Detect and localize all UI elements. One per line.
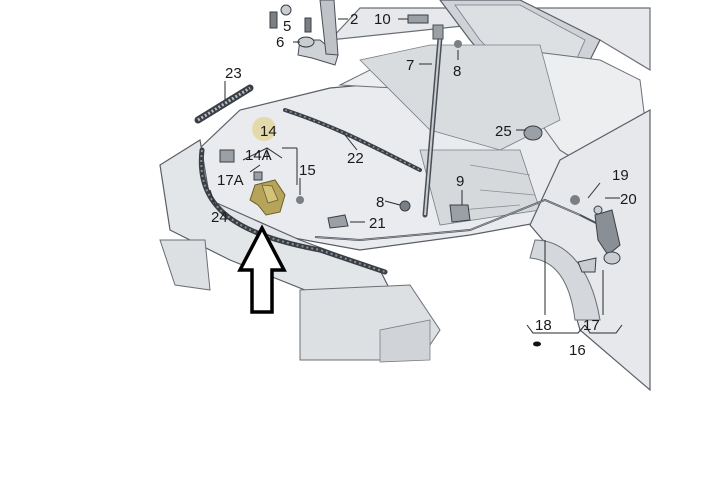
hood-lock-14 [249, 117, 286, 216]
label-17a: 17A [217, 172, 244, 189]
label-23: 23 [225, 65, 242, 82]
label-22: 22 [347, 150, 364, 167]
label-25: 25 [495, 123, 512, 140]
label-7: 7 [406, 57, 414, 74]
label-9: 9 [456, 173, 464, 190]
up-arrow-icon [237, 224, 287, 314]
part-labels: 2 5 6 10 7 8 23 14 25 14A 22 15 17A 9 19… [211, 11, 637, 359]
label-8b: 8 [376, 194, 384, 211]
fasteners [219, 4, 621, 347]
label-6: 6 [276, 34, 284, 51]
label-20: 20 [620, 191, 637, 208]
label-21: 21 [369, 215, 386, 232]
label-18: 18 [535, 317, 552, 334]
hinge-2 [297, 0, 339, 66]
label-16: 16 [569, 342, 586, 359]
label-19: 19 [612, 167, 629, 184]
front-end [159, 139, 441, 363]
label-14a: 14A [245, 147, 272, 164]
label-14: 14 [260, 123, 277, 140]
label-8a: 8 [453, 63, 461, 80]
label-2: 2 [350, 11, 358, 28]
gas-strut-7 [422, 24, 444, 218]
label-15: 15 [299, 162, 316, 179]
label-17: 17 [583, 317, 600, 334]
label-5: 5 [283, 18, 291, 35]
leader-lines [209, 18, 623, 334]
label-24: 24 [211, 209, 228, 226]
label-10: 10 [374, 11, 391, 28]
